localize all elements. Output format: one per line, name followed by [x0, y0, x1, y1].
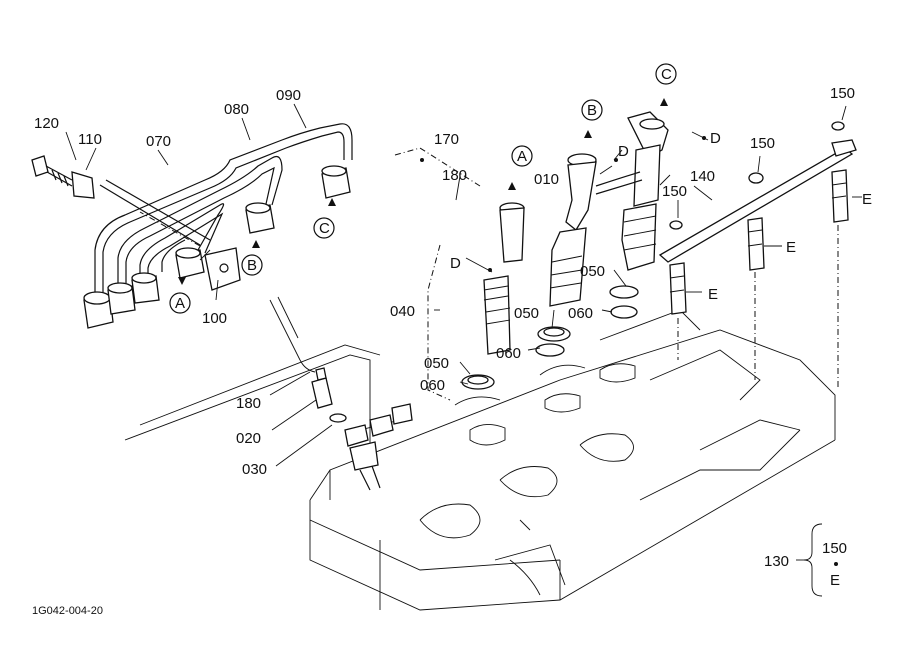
injection-pipes: [94, 123, 353, 300]
callout-050-center: 050: [514, 305, 539, 322]
callout-090: 090: [276, 87, 301, 104]
callout-180-center: 180: [442, 167, 467, 184]
reference-arrows: [178, 98, 838, 566]
callout-060-right: 060: [568, 305, 593, 322]
figure-code: 1G042-004-20: [32, 605, 103, 617]
callout-040: 040: [390, 303, 415, 320]
callout-080: 080: [224, 101, 249, 118]
circled-letter-outlines: [169, 63, 677, 314]
callout-150-top: 150: [830, 85, 855, 102]
letter-D-right: D: [710, 130, 721, 147]
callout-150-kit: 150: [822, 540, 847, 557]
callout-060-center: 060: [496, 345, 521, 362]
leader-lines: [65, 103, 862, 467]
callout-150-lower: 150: [662, 183, 687, 200]
callout-050-left: 050: [424, 355, 449, 372]
letter-D-center: D: [618, 143, 629, 160]
letter-E-top: E: [862, 191, 872, 208]
callout-120: 120: [34, 115, 59, 132]
center-lines: [139, 147, 839, 401]
callout-labels: 120 110 070 080 090 100 180 020 030 170 …: [34, 85, 855, 570]
callout-170: 170: [434, 131, 459, 148]
letter-C-nozzle: C: [661, 66, 672, 83]
letter-B-nozzle: B: [587, 102, 597, 119]
callout-030: 030: [242, 461, 267, 478]
callout-020: 020: [236, 430, 261, 447]
pipe-nuts: [83, 165, 351, 329]
kit-130-brace: [803, 523, 823, 597]
reference-letters: A B C A B C D D D E E E E: [175, 66, 872, 589]
letter-D-left: D: [450, 255, 461, 272]
callout-110: 110: [78, 131, 102, 148]
callout-010: 010: [534, 171, 559, 188]
letter-E-middle: E: [786, 239, 796, 256]
letter-A-pipe: A: [175, 295, 185, 312]
return-pipe-outline: [124, 296, 381, 450]
callout-180-left: 180: [236, 395, 261, 412]
callout-150-middle: 150: [750, 135, 775, 152]
glow-plug-assembly: [658, 121, 857, 315]
letter-E-lower: E: [708, 286, 718, 303]
callout-130: 130: [764, 553, 789, 570]
callout-060-left: 060: [420, 377, 445, 394]
letter-C-pipe: C: [319, 220, 330, 237]
callout-050-right: 050: [580, 263, 605, 280]
callout-070: 070: [146, 133, 171, 150]
nozzle-assemblies: [461, 111, 669, 390]
letter-B-pipe: B: [247, 257, 257, 274]
cylinder-head-outline: [309, 309, 836, 611]
callout-140: 140: [690, 168, 715, 185]
letter-A-nozzle: A: [517, 148, 527, 165]
bolt-and-clamp-parts: [31, 155, 241, 291]
callout-100: 100: [202, 310, 227, 327]
nozzle-holder-left: [311, 367, 413, 491]
letter-E-kit: E: [830, 572, 840, 589]
